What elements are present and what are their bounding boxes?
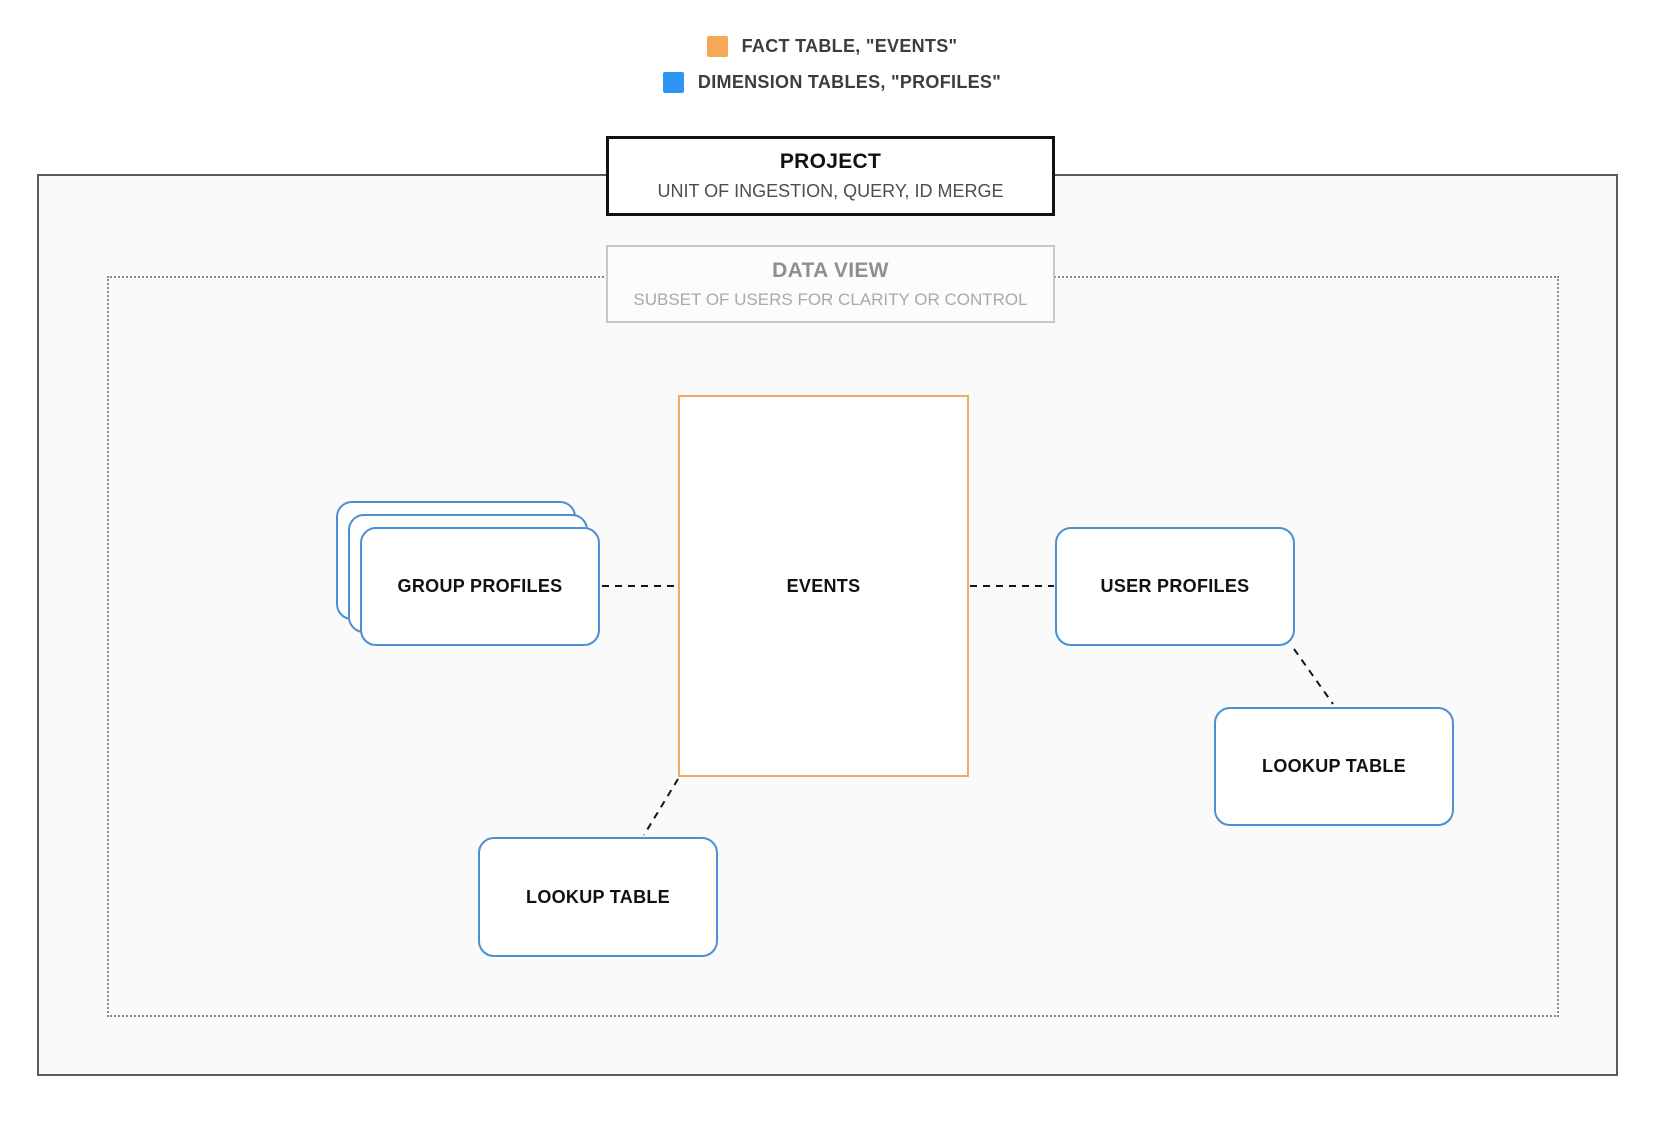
user-profiles-node: USER PROFILES xyxy=(1055,527,1295,646)
data-view-title: DATA VIEW xyxy=(772,258,889,282)
events-node: EVENTS xyxy=(678,395,969,777)
legend: FACT TABLE, "EVENTS" DIMENSION TABLES, "… xyxy=(0,36,1664,93)
fact-table-color-swatch-icon xyxy=(706,36,728,57)
project-subtitle: UNIT OF INGESTION, QUERY, ID MERGE xyxy=(657,181,1004,201)
lookup-table-right-node: LOOKUP TABLE xyxy=(1214,707,1454,826)
legend-label-fact-table: FACT TABLE, "EVENTS" xyxy=(741,36,958,56)
user-profiles-node-label: USER PROFILES xyxy=(1100,576,1250,596)
lookup-table-bottom-node-label: LOOKUP TABLE xyxy=(526,886,670,907)
lookup-table-right-node-label: LOOKUP TABLE xyxy=(1262,756,1406,776)
project-title: PROJECT xyxy=(779,150,882,173)
legend-label-dimension-tables: DIMENSION TABLES, "PROFILES" xyxy=(697,72,1002,92)
data-view-subtitle: SUBSET OF USERS FOR CLARITY OR CONTROL xyxy=(633,289,1028,309)
legend-item-dimension-tables: DIMENSION TABLES, "PROFILES" xyxy=(662,72,1002,93)
events-node-label: EVENTS xyxy=(786,575,861,596)
group-profiles-card-front: GROUP PROFILES xyxy=(360,527,600,646)
dimension-tables-color-swatch-icon xyxy=(662,72,684,93)
group-profiles-node-label: GROUP PROFILES xyxy=(397,576,563,596)
group-profiles-node: GROUP PROFILES xyxy=(336,501,602,647)
data-view-header-box: DATA VIEW SUBSET OF USERS FOR CLARITY OR… xyxy=(606,245,1055,323)
lookup-table-bottom-node: LOOKUP TABLE xyxy=(478,837,718,957)
legend-item-fact-table: FACT TABLE, "EVENTS" xyxy=(706,36,958,57)
project-header-box: PROJECT UNIT OF INGESTION, QUERY, ID MER… xyxy=(606,136,1055,216)
